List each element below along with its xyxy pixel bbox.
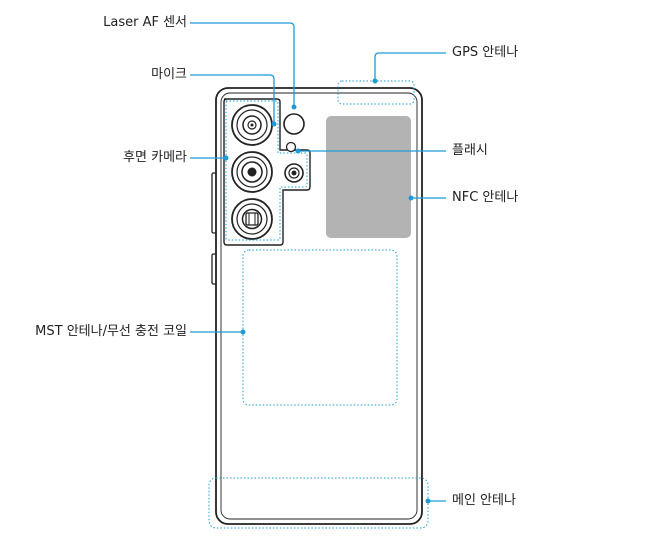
mst-coil-region — [242, 249, 398, 406]
callout-mic — [190, 74, 275, 124]
label-rear-camera: 후면 카메라 — [123, 150, 187, 165]
label-nfc: NFC 안테나 — [452, 190, 519, 205]
nfc-antenna-block — [326, 116, 411, 238]
phone-inner-frame — [220, 92, 418, 520]
rear-camera-lens-2 — [231, 151, 273, 193]
rear-camera-region — [225, 100, 308, 241]
main-antenna-region — [208, 477, 429, 529]
camera-module — [223, 98, 311, 246]
callout-lines — [190, 22, 446, 504]
rear-camera-lens-1 — [231, 104, 273, 146]
label-main-antenna: 메인 안테나 — [452, 493, 516, 508]
laser-af-sensor — [283, 113, 305, 135]
rear-camera-lens-3 — [231, 198, 273, 240]
label-mst: MST 안테나/무선 충전 코일 — [35, 324, 187, 339]
callout-laser-af — [190, 22, 295, 107]
label-mic: 마이크 — [151, 67, 187, 82]
label-gps: GPS 안테나 — [452, 45, 519, 60]
rear-camera-lens-4 — [284, 163, 304, 183]
gps-antenna-region — [337, 80, 415, 105]
callout-gps — [374, 52, 446, 81]
flash-lamp — [285, 141, 297, 153]
label-flash: 플래시 — [452, 143, 488, 158]
label-laser-af: Laser AF 센서 — [103, 15, 187, 30]
